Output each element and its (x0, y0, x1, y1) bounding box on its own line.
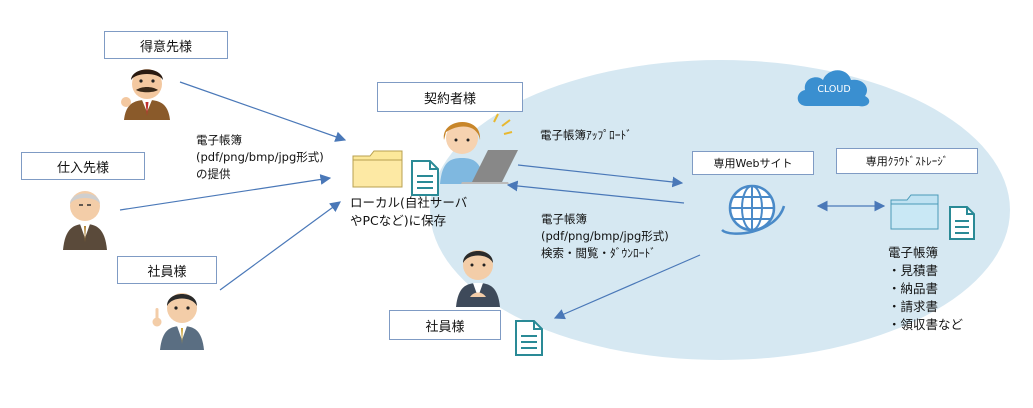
search-text: 電子帳簿 (pdf/png/bmp/jpg形式) 検索・閲覧・ﾀﾞｳﾝﾛｰﾄﾞ (541, 211, 669, 262)
folder-icon (352, 150, 403, 188)
documents-item: ・納品書 (888, 281, 939, 296)
local-line1: ローカル(自社サーバ (350, 195, 468, 210)
cloud-icon (797, 70, 870, 107)
cloud-label: CLOUD (817, 84, 851, 95)
documents-item: ・請求書 (888, 299, 939, 314)
label-shain-left: 社員様 (117, 256, 217, 284)
arrow-shain-to-local (219, 201, 341, 291)
document-icon-bottom (515, 320, 543, 356)
search-line2: (pdf/png/bmp/jpg形式) (541, 229, 669, 243)
documents-list: 電子帳簿 ・見積書 ・納品書 ・請求書 ・領収書など (888, 244, 963, 334)
person-shiiresaki-icon (63, 191, 107, 250)
local-text: ローカル(自社サーバ やPCなど)に保存 (350, 194, 467, 230)
globe-icon (721, 184, 786, 235)
arrow-tokuisaki-to-local (179, 81, 347, 142)
documents-item: ・領収書など (888, 317, 964, 332)
documents-item: ・見積書 (888, 263, 939, 278)
provide-line1: 電子帳簿 (196, 133, 242, 147)
arrow-download-to-keiyakusha (506, 180, 685, 204)
search-line1: 電子帳簿 (541, 212, 587, 226)
documents-title: 電子帳簿 (888, 245, 939, 260)
search-line3: 検索・閲覧・ﾀﾞｳﾝﾛｰﾄﾞ (541, 246, 656, 260)
label-storage: 専用ｸﾗｳﾄﾞｽﾄﾚｰｼﾞ (836, 148, 978, 174)
provide-text: 電子帳簿 (pdf/png/bmp/jpg形式) の提供 (196, 132, 324, 183)
label-website: 専用Webサイト (692, 151, 814, 175)
folder-icon-storage (890, 194, 939, 230)
label-shiiresaki: 仕入先様 (21, 152, 145, 180)
label-keiyakusha: 契約者様 (377, 82, 523, 112)
local-line2: やPCなど)に保存 (350, 213, 447, 228)
person-keiyakusha-icon (440, 113, 518, 184)
arrow-upload (517, 164, 684, 188)
upload-text: 電子帳簿ｱｯﾌﾟﾛｰﾄﾞ (540, 128, 632, 142)
label-shain-bottom: 社員様 (389, 310, 501, 340)
document-icon-storage (949, 206, 975, 240)
person-tokuisaki-icon (121, 69, 170, 120)
person-shain-left-icon (152, 293, 204, 350)
provide-line2: (pdf/png/bmp/jpg形式) (196, 150, 324, 164)
label-tokuisaki: 得意先様 (104, 31, 228, 59)
document-icon (411, 160, 439, 196)
arrow-website-to-shain (553, 254, 701, 320)
arrow-shiiresaki-to-local (119, 174, 332, 211)
provide-line3: の提供 (196, 167, 231, 181)
person-shain-bottom-icon (456, 250, 500, 307)
